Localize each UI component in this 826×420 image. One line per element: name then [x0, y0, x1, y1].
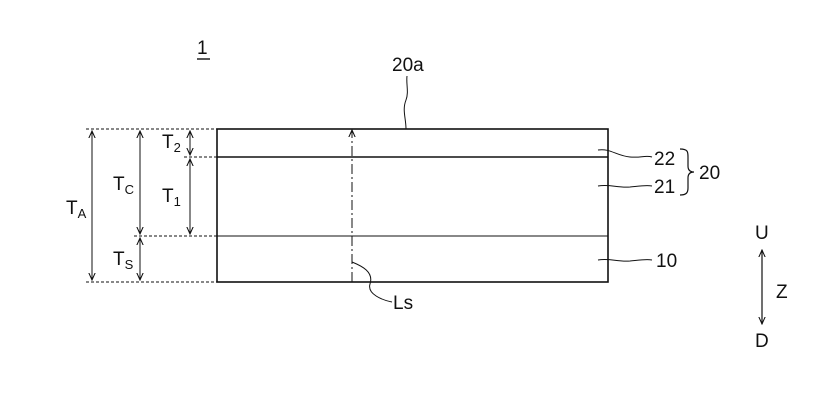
- layer-10-leader: [598, 259, 652, 261]
- direction-down-label: D: [755, 331, 769, 352]
- top-surface-leader: [404, 76, 407, 129]
- group-20-label: 20: [699, 163, 720, 184]
- direction-up-label: U: [755, 223, 769, 244]
- layer-22-label: 22: [654, 149, 675, 170]
- ta-label: TA: [66, 198, 87, 221]
- laminate-outline: [217, 129, 608, 282]
- t1-label: T1: [162, 186, 181, 209]
- layer-10-label: 10: [656, 251, 677, 272]
- layer-21-label: 21: [654, 177, 675, 198]
- t2-label: T2: [162, 132, 181, 155]
- top-surface-label: 20a: [392, 55, 424, 76]
- ts-label: TS: [113, 249, 134, 272]
- direction-axis-label: Z: [776, 282, 788, 303]
- tc-label: TC: [113, 174, 134, 197]
- figure-number: 1: [197, 38, 210, 59]
- ls-label: Ls: [393, 293, 413, 314]
- figure-number-text: 1: [197, 38, 208, 59]
- layer-21-leader: [598, 185, 652, 187]
- layer-22-leader: [598, 150, 652, 158]
- group-20-brace: [680, 149, 694, 195]
